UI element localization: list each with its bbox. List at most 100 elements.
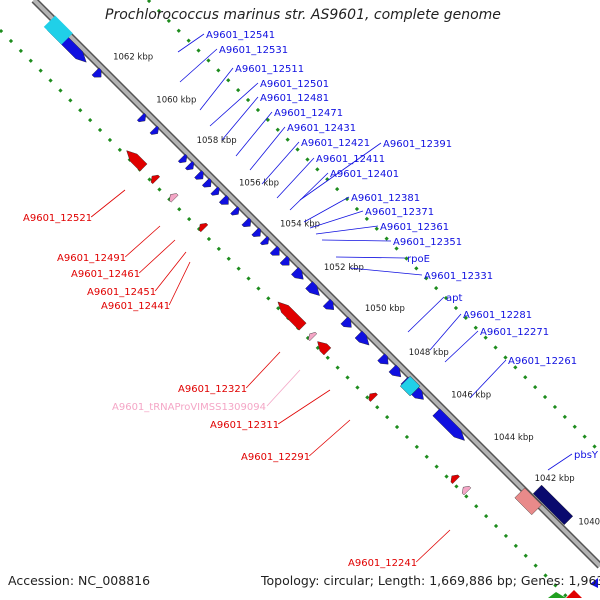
feature-trna-b [308, 332, 318, 342]
forward-gene-label: A9601_12481 [260, 93, 329, 104]
tick-label: 1056 kbp [239, 178, 279, 188]
forward-label-leader [289, 172, 329, 211]
feature-forward-f [185, 160, 195, 171]
edge-fragment-green [548, 592, 566, 598]
feature-forward-l [241, 217, 252, 228]
forward-gene-label: A9601_12271 [480, 327, 549, 338]
forward-label-leader [315, 225, 379, 235]
forward-label-leader [303, 196, 350, 223]
topology-text: Topology: circular; Length: 1,669,886 bp… [261, 573, 600, 588]
feature-forward-r [305, 281, 320, 296]
forward-label-leader [299, 142, 382, 201]
reverse-gene-label: A9601_12491 [57, 253, 126, 264]
backbone-line [32, 0, 600, 568]
forward-gene-label: A9601_12411 [316, 154, 385, 165]
feature-forward-g [194, 170, 204, 180]
forward-gene-label: A9601_12421 [301, 138, 370, 149]
feature-forward-q [291, 267, 304, 280]
feature-forward-k [230, 206, 240, 216]
feature-reverse-b [150, 174, 161, 185]
forward-gene-label: A9601_12361 [380, 222, 449, 233]
tick-label: 1058 kbp [197, 136, 237, 146]
forward-label-leader [209, 82, 259, 127]
forward-gene-label: A9601_12511 [235, 64, 304, 75]
feature-reverse-f [368, 392, 378, 402]
reverse-gene-label: A9601_12241 [348, 558, 417, 569]
tick-label: 1040 kbp [578, 518, 600, 528]
tick-label: 1042 kbp [535, 474, 575, 484]
reverse-label-leader [138, 239, 176, 274]
forward-label-leader [177, 33, 205, 53]
forward-gene-label: A9601_12541 [206, 30, 275, 41]
forward-label-leader [179, 48, 218, 83]
tick-label: 1054 kbp [280, 219, 320, 229]
feature-forward-d [149, 125, 159, 135]
feature-forward-h [201, 177, 212, 188]
feature-forward-m [251, 227, 262, 237]
reverse-gene-label: A9601_12321 [178, 384, 247, 395]
tick-label: 1044 kbp [494, 433, 534, 443]
reverse-gene-label: A9601_12451 [87, 287, 156, 298]
reverse-label-leader [90, 189, 126, 218]
forward-gene-label: A9601_12401 [330, 169, 399, 180]
accession-text: Accession: NC_008816 [8, 573, 151, 588]
feature-forward-u [354, 330, 370, 346]
forward-label-leader [235, 111, 273, 157]
reverse-label-leader [277, 389, 331, 425]
tick-label: 1052 kbp [324, 263, 364, 273]
feature-trna-a [169, 193, 179, 203]
forward-gene-label: A9601_12351 [393, 237, 462, 248]
tick-guide-outer [0, 28, 573, 600]
feature-forward-s [322, 298, 335, 310]
tick-label: 1060 kbp [156, 96, 196, 106]
reverse-gene-label: A9601_tRNAProVIMSS1309094 [112, 402, 266, 413]
navy-gene-box [532, 484, 574, 525]
forward-gene-label: A9601_12331 [424, 271, 493, 282]
reverse-label-leader [266, 369, 301, 407]
feature-forward-i [210, 186, 220, 196]
reverse-label-leader [168, 261, 191, 306]
reverse-gene-label: A9601_12311 [210, 420, 279, 431]
forward-gene-label: rpoE [407, 254, 430, 265]
forward-gene-label: A9601_12431 [287, 123, 356, 134]
forward-label-leader [349, 267, 423, 276]
feature-forward-p [279, 255, 290, 266]
tick-guide-inner [146, 0, 600, 454]
tick-label: 1048 kbp [409, 348, 449, 358]
reverse-gene-label: A9601_12461 [71, 269, 140, 280]
reverse-gene-label: A9601_12291 [241, 452, 310, 463]
reverse-gene-label: A9601_12441 [101, 301, 170, 312]
reverse-label-leader [124, 225, 161, 258]
forward-gene-label: A9601_12261 [508, 356, 577, 367]
feature-reverse-e [317, 341, 332, 356]
feature-trna-c [461, 485, 472, 496]
feature-forward-w [388, 364, 402, 378]
forward-label-leader [261, 141, 300, 185]
reverse-label-leader [245, 351, 281, 389]
map-title: Prochlorococcus marinus str. AS9601, com… [105, 7, 501, 23]
forward-label-leader [429, 313, 462, 351]
forward-label-leader [547, 453, 573, 471]
forward-label-leader [469, 359, 507, 399]
forward-gene-label: apt [446, 293, 462, 304]
feature-forward-t [340, 316, 352, 328]
feature-reverse-a [126, 150, 148, 172]
forward-gene-label: A9601_12281 [463, 310, 532, 321]
feature-forward-v [377, 353, 389, 365]
feature-forward-z [432, 408, 465, 441]
reverse-label-leader [308, 419, 351, 457]
feature-reverse-d [277, 301, 307, 331]
forward-label-leader [276, 157, 315, 199]
tick-label: 1050 kbp [365, 304, 405, 314]
edge-fragment-red [566, 590, 582, 598]
forward-label-leader [249, 126, 286, 171]
forward-label-leader [407, 296, 445, 333]
forward-label-leader [221, 96, 259, 141]
feature-forward-n [259, 235, 270, 246]
forward-label-leader [309, 210, 364, 229]
forward-gene-label: A9601_12381 [351, 193, 420, 204]
tick-label: 1046 kbp [451, 390, 491, 400]
rrna-box-top [43, 15, 73, 45]
forward-gene-label: A9601_12371 [365, 207, 434, 218]
